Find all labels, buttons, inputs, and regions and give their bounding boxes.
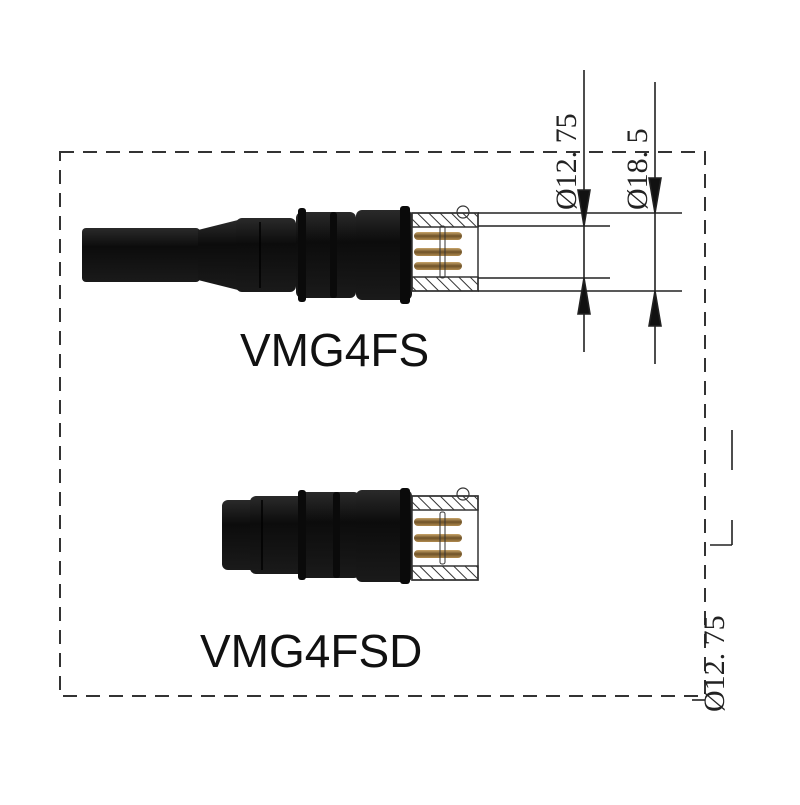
dimension-text-12-75-side: Ø12. 75 (698, 615, 731, 712)
part-label-vmg4fsd: VMG4FSD (200, 625, 423, 677)
part-label-vmg4fs: VMG4FS (240, 324, 430, 376)
connector-vmg4fs (82, 205, 479, 304)
dimension-text-12-75-top: Ø12. 75 (550, 113, 583, 210)
dimension-text-18-5: Ø18. 5 (621, 128, 654, 210)
dimension-lines-right (692, 430, 733, 701)
connector-vmg4fsd (222, 487, 479, 584)
dimension-lines-top (478, 70, 682, 364)
